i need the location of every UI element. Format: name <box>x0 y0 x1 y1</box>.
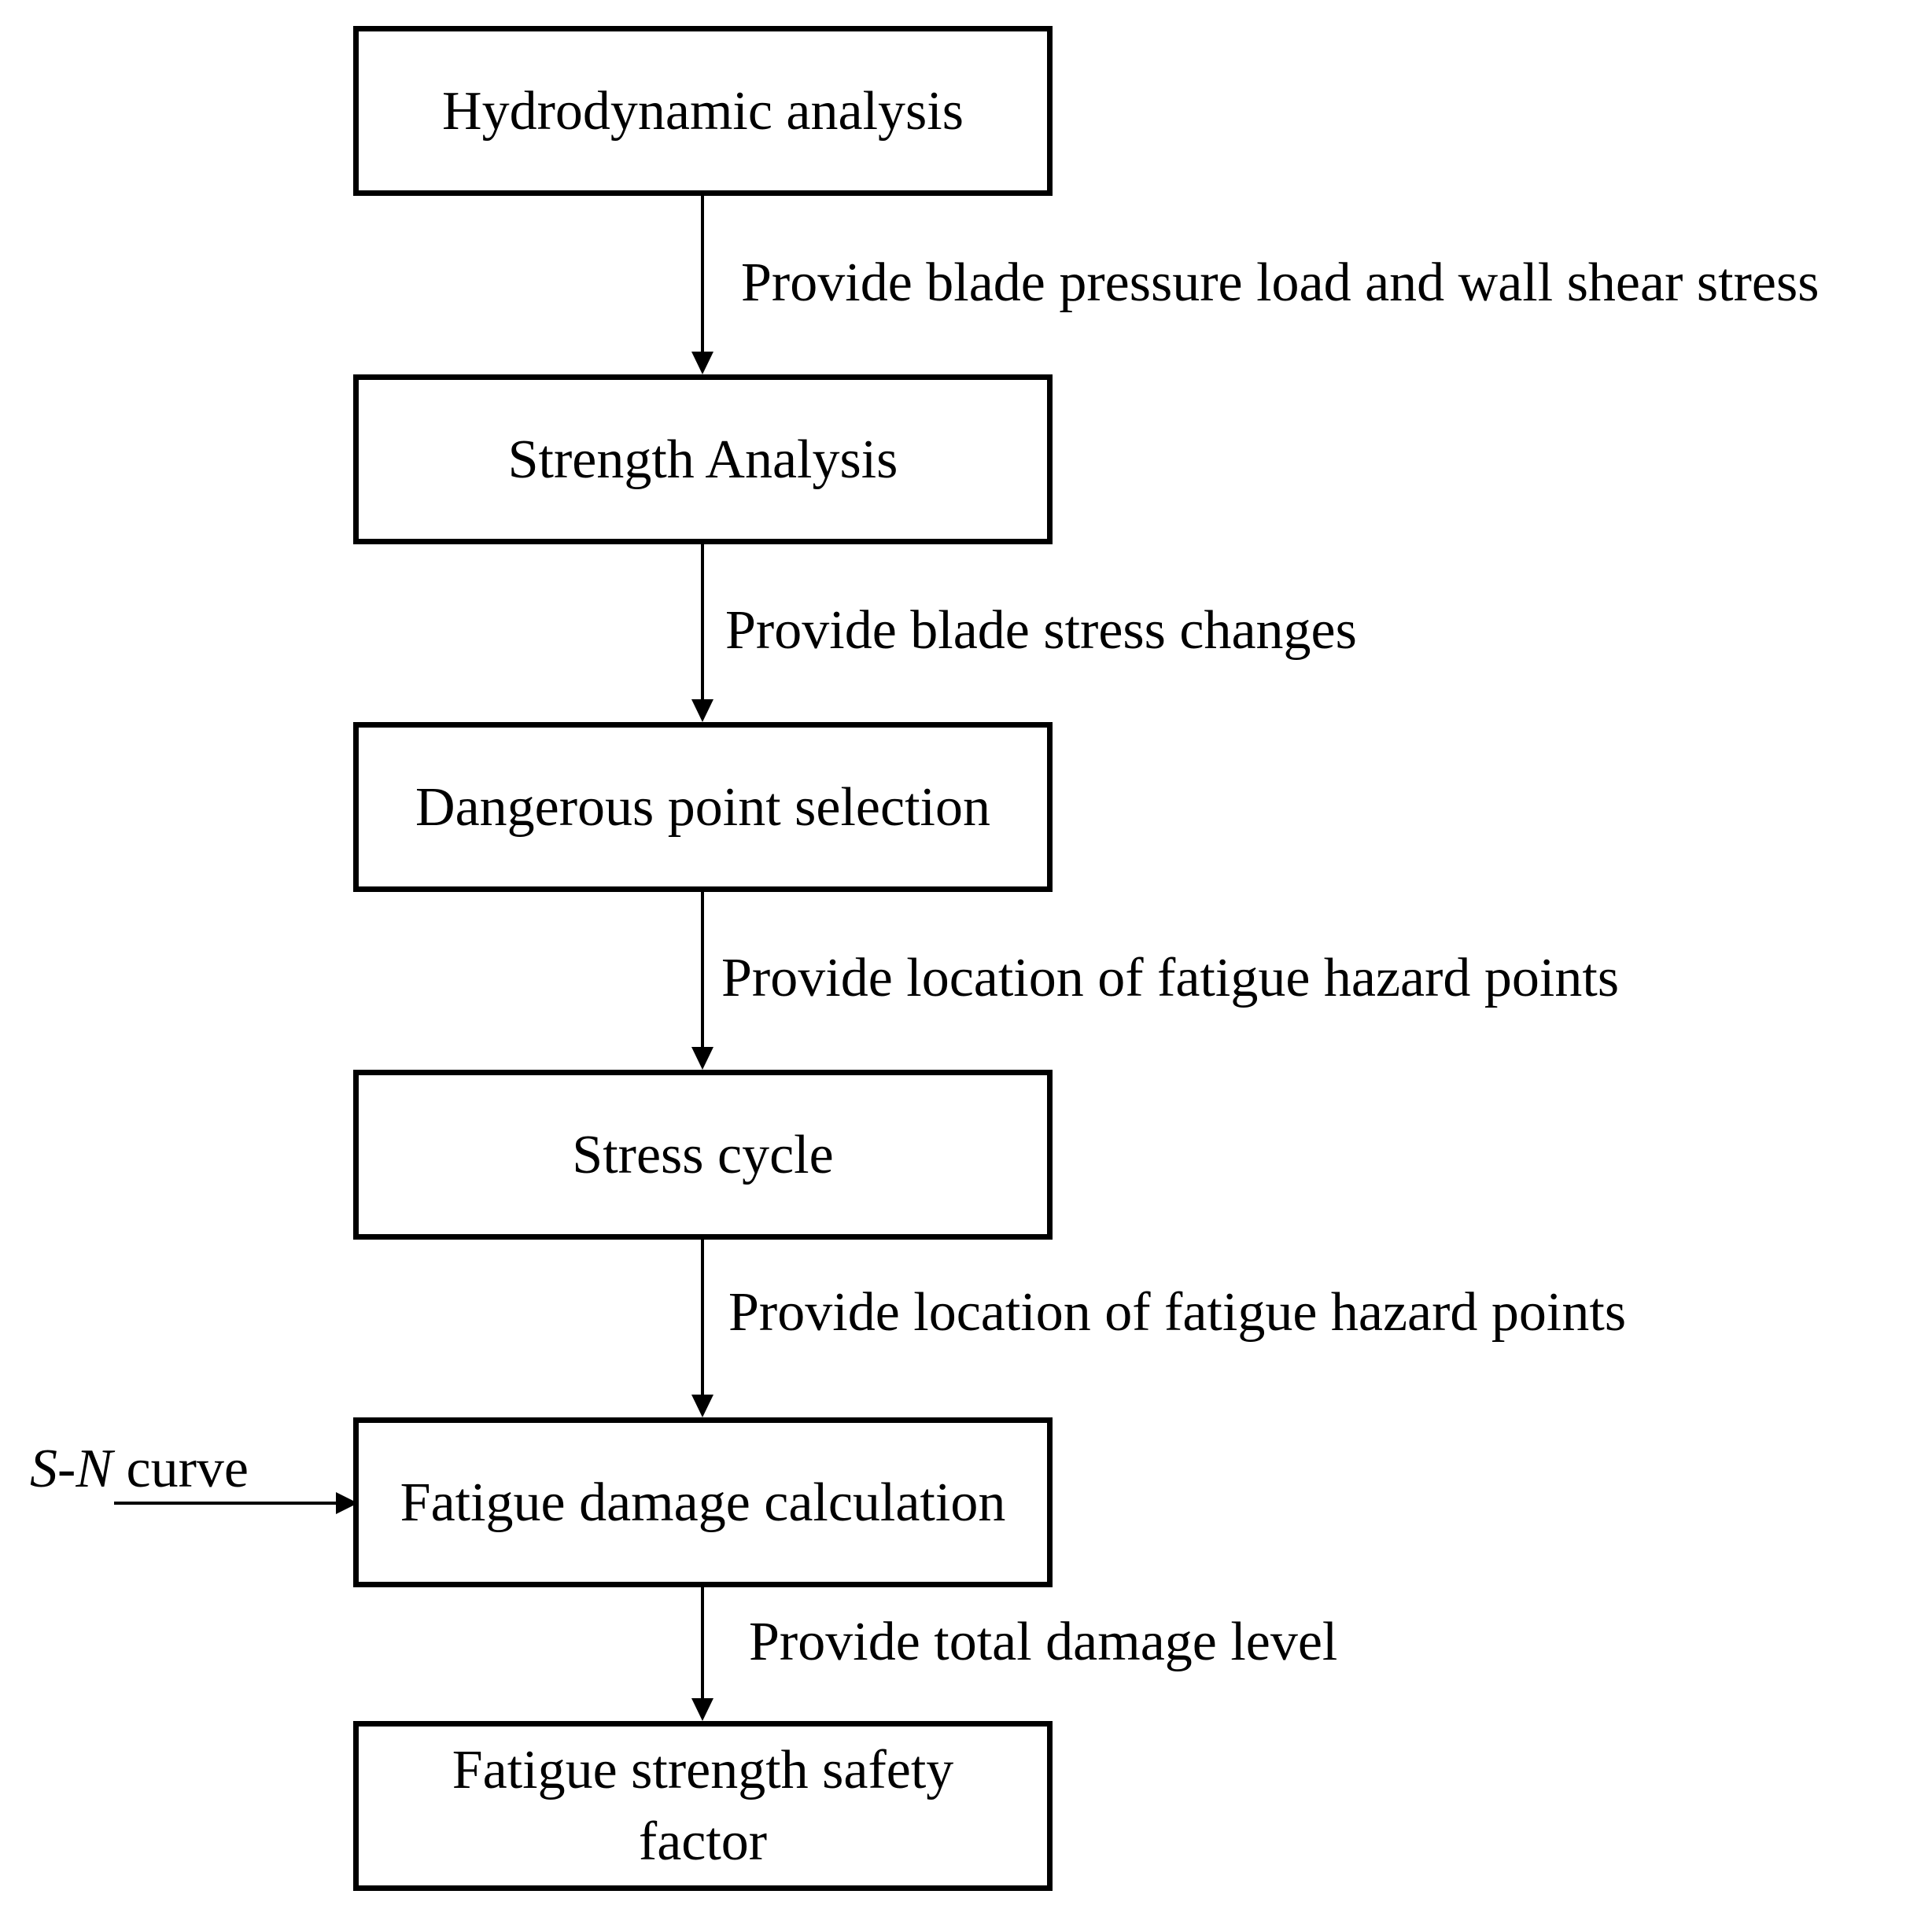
arrow-3-head <box>691 1047 713 1070</box>
step-label: Hydrodynamic analysis <box>442 80 964 142</box>
step-label: Strength Analysis <box>507 429 898 490</box>
transition-label: Provide location of fatigue hazard point… <box>728 1282 1627 1343</box>
step-label: Fatigue strength safety factor <box>452 1740 954 1872</box>
sn-symbol-n: N <box>76 1439 113 1499</box>
arrow-4-head <box>691 1395 713 1417</box>
step-dangerous-point-selection: Dangerous point selection <box>353 722 1053 892</box>
arrow-2-head <box>691 699 713 722</box>
sn-curve-text: curve <box>112 1439 249 1499</box>
step-fatigue-damage-calculation: Fatigue damage calculation <box>353 1417 1053 1587</box>
transition-label: Provide total damage level <box>749 1612 1338 1672</box>
step-label: Fatigue damage calculation <box>400 1472 1006 1533</box>
arrow-1-head <box>691 352 713 374</box>
sn-curve-label: S-N curve <box>30 1442 249 1497</box>
step-stress-cycle: Stress cycle <box>353 1070 1053 1240</box>
sn-dash: - <box>57 1439 76 1499</box>
arrow-5-head <box>691 1698 713 1721</box>
step-label: Dangerous point selection <box>415 776 990 838</box>
step-fatigue-strength-safety-factor: Fatigue strength safety factor <box>353 1721 1053 1891</box>
step-hydrodynamic-analysis: Hydrodynamic analysis <box>353 26 1053 196</box>
sn-symbol-s: S <box>30 1439 57 1499</box>
transition-label: Provide blade stress changes <box>725 600 1357 661</box>
side-arrow-head <box>336 1492 358 1514</box>
step-label: Stress cycle <box>572 1124 834 1185</box>
transition-label: Provide location of fatigue hazard point… <box>721 948 1620 1008</box>
step-strength-analysis: Strength Analysis <box>353 374 1053 544</box>
transition-label: Provide blade pressure load and wall she… <box>741 252 1820 313</box>
